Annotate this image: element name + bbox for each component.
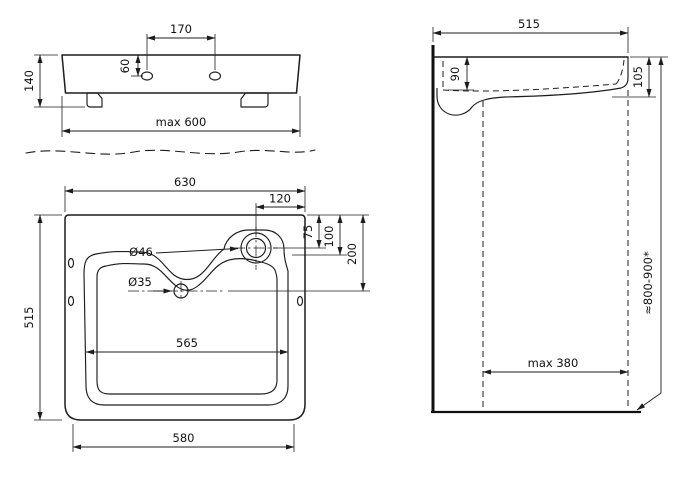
- dim-label-max600: max 600: [156, 115, 207, 129]
- label-faucet-diameter: Ø35: [128, 275, 172, 294]
- dim-clearance: max 380: [482, 356, 629, 375]
- faucet-hole-left: [140, 71, 154, 81]
- dim-label-170: 170: [170, 22, 192, 36]
- bowl-outer-contour: [83, 229, 289, 406]
- bowl-hidden-bottom: [442, 83, 617, 92]
- dim-bowl-depth: 90: [448, 56, 474, 91]
- dim-plan-width: 630: [64, 175, 306, 212]
- bowl-inner-contour: [96, 258, 278, 395]
- dim-label-515-plan: 515: [22, 307, 36, 329]
- dim-label-800-900: ≈800-900*: [641, 251, 655, 315]
- plan-view: Ø46 Ø35 630 120 75 100: [22, 175, 370, 452]
- dim-install-height: ≈800-900*: [636, 56, 664, 411]
- bowl-hidden-front: [615, 59, 625, 85]
- dim-inner-width: 565: [85, 336, 289, 355]
- faucet-hole-right: [208, 71, 222, 81]
- rim-fixing-hole-left-1: [67, 257, 75, 269]
- dim-label-140: 140: [22, 70, 36, 92]
- label-dia35: Ø35: [128, 275, 152, 289]
- basin-front-outline: [61, 54, 301, 94]
- rim-fixing-hole-left-2: [67, 295, 75, 307]
- dim-hole-top-offset: 60: [118, 54, 143, 77]
- dim-rim-height: 105: [612, 56, 668, 98]
- basin-side-profile: [436, 57, 629, 116]
- dim-label-max380: max 380: [528, 356, 579, 370]
- dim-side-depth: 515: [432, 17, 629, 53]
- label-dia46: Ø46: [129, 245, 153, 259]
- label-drain-diameter: Ø46: [129, 245, 239, 259]
- basin-plan-outline: [64, 214, 306, 421]
- dim-label-580: 580: [173, 431, 195, 445]
- dim-label-630: 630: [174, 175, 196, 189]
- dim-label-565: 565: [176, 336, 198, 350]
- dim-label-75: 75: [301, 225, 315, 240]
- rim-fixing-hole-right: [296, 295, 304, 307]
- front-view: 170 60 140 max 600: [22, 22, 316, 155]
- dim-drain-right-offset: 120: [255, 192, 306, 231]
- dim-label-120: 120: [269, 192, 291, 206]
- dim-hole-spacing: 170: [146, 22, 216, 70]
- dim-max-width: max 600: [61, 96, 301, 137]
- dim-label-60: 60: [118, 59, 132, 74]
- wall-break-line: [25, 149, 316, 155]
- dim-label-105: 105: [631, 66, 645, 88]
- dim-front-height: 140: [22, 54, 85, 108]
- dim-right-offsets: 75 100 200: [228, 214, 370, 292]
- dim-label-515-side: 515: [518, 17, 540, 31]
- basin-right-foot: [240, 92, 269, 108]
- dim-label-100: 100: [322, 226, 336, 248]
- basin-left-foot: [86, 92, 103, 108]
- dim-label-90: 90: [448, 67, 462, 82]
- drain-hole-inner: [245, 237, 267, 259]
- dim-bottom-width: 580: [72, 424, 295, 452]
- dim-plan-depth: 515: [22, 214, 62, 421]
- dim-label-200: 200: [345, 243, 359, 265]
- side-view: 515 90 105 ≈800-900* max 380: [431, 17, 668, 414]
